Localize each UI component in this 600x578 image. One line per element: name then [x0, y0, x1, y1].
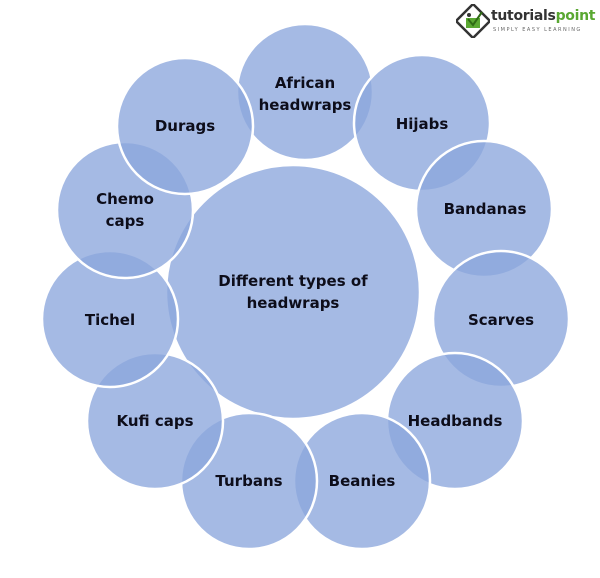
node-african-headwraps: [235, 22, 375, 162]
label-kufi-caps: Kufi caps: [116, 412, 193, 430]
label-beanies: Beanies: [329, 472, 396, 490]
node-circle: [235, 22, 375, 162]
center-label-line1: Different types of: [218, 272, 368, 290]
label-turbans: Turbans: [215, 472, 282, 490]
label-african-line2: headwraps: [259, 96, 352, 114]
node-circle: [115, 56, 255, 196]
label-hijabs: Hijabs: [396, 115, 449, 133]
label-african-line1: African: [275, 74, 335, 92]
logo-diamond-icon: [456, 4, 490, 38]
label-headbands: Headbands: [408, 412, 503, 430]
label-scarves: Scarves: [468, 311, 534, 329]
label-chemo-line1: Chemo: [96, 190, 154, 208]
center-label-line2: headwraps: [247, 294, 340, 312]
label-chemo-line2: caps: [106, 212, 145, 230]
tutorialspoint-logo: tutorialspoint SIMPLY EASY LEARNING: [456, 4, 598, 40]
logo-wordmark: tutorialspoint: [491, 8, 595, 24]
node-durags: [115, 56, 255, 196]
label-bandanas: Bandanas: [444, 200, 527, 218]
logo-tagline: SIMPLY EASY LEARNING: [493, 27, 582, 33]
label-tichel: Tichel: [85, 311, 135, 329]
logo-wordmark-part1: tutorials: [491, 8, 556, 24]
label-durags: Durags: [155, 117, 215, 135]
logo-wordmark-part2: point: [555, 8, 596, 24]
